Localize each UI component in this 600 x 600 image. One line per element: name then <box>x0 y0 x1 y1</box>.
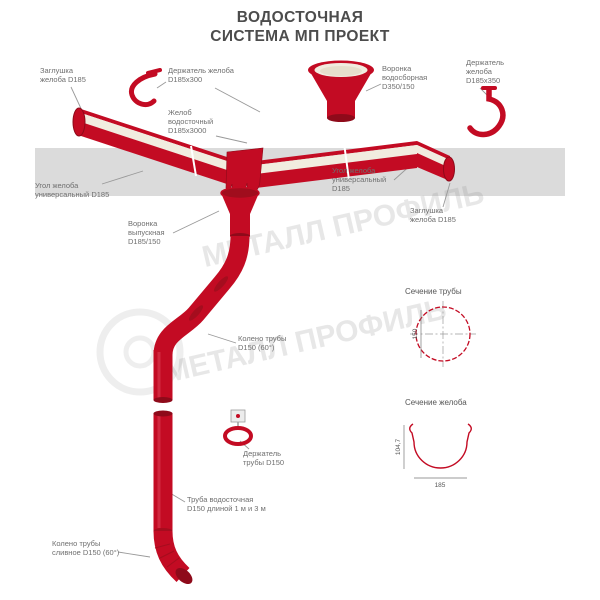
gutter-end-cap-right-part <box>443 156 455 182</box>
pipe-section-title: Сечение трубы <box>405 287 462 296</box>
leader-line <box>215 135 248 144</box>
label-outlet-funnel: Воронка выпускная D185/150 <box>128 219 165 246</box>
leader-line <box>365 83 382 92</box>
label-pipe-elbow: Колено трубы D150 (60°) <box>238 334 287 352</box>
label-pipe-holder: Держатель трубы D150 <box>243 449 285 467</box>
label-end-cap-right: Заглушка желоба D185 <box>410 206 456 224</box>
gutter-left-run <box>78 108 233 186</box>
pipe-diameter-dimension: 150 <box>412 328 419 339</box>
label-gutter-holder-right: Держатель желоба D185х350 <box>466 58 505 85</box>
gutter-hook-left-icon <box>129 68 162 108</box>
upper-elbow-assembly <box>153 235 250 357</box>
pipe-cross-section: 150 <box>410 301 476 367</box>
gutter-corner-right-part <box>417 141 450 181</box>
pipe-holder-part <box>223 409 253 446</box>
collector-funnel-part <box>308 60 374 122</box>
label-collector-funnel: Воронка водосборная D350/150 <box>382 64 428 91</box>
downpipe-upper-part <box>153 350 173 403</box>
gutter-cross-section: 104,7 185 <box>395 423 472 489</box>
downpipe-main-part <box>153 410 173 534</box>
page-title: ВОДОСТОЧНАЯ СИСТЕМА МП ПРОЕКТ <box>210 9 390 45</box>
label-gutter-holder-left: Держатель желоба D185х300 <box>168 66 234 84</box>
leader-line <box>101 170 144 185</box>
label-corner-left: Угол желоба универсальный D185 <box>35 181 110 199</box>
drain-elbow-part <box>153 530 193 585</box>
gutter-section-title: Сечение желоба <box>405 398 467 407</box>
gutter-height-dimension: 104,7 <box>395 438 402 455</box>
leader-line <box>442 182 451 208</box>
leader-line <box>207 333 237 344</box>
label-downpipe: Труба водосточная D150 длиной 1 м и 3 м <box>187 495 266 513</box>
label-gutter: Желоб водосточный D185х3000 <box>168 108 214 135</box>
gutter-width-dimension: 185 <box>435 482 446 489</box>
leader-line <box>479 87 488 96</box>
gutter-hook-right-icon <box>467 86 506 138</box>
leader-line <box>172 210 220 234</box>
label-end-cap-left: Заглушка желоба D185 <box>40 66 86 84</box>
leader-line <box>214 87 261 113</box>
gutter-end-cap-left-part <box>72 107 86 137</box>
label-drain-elbow: Колено трубы сливное D150 (60°) <box>52 539 120 557</box>
leader-line <box>117 551 151 558</box>
gutter-right-run <box>248 141 417 189</box>
leader-line <box>156 81 167 89</box>
label-corner-right: Угол желоба универсальный D185 <box>332 166 387 193</box>
